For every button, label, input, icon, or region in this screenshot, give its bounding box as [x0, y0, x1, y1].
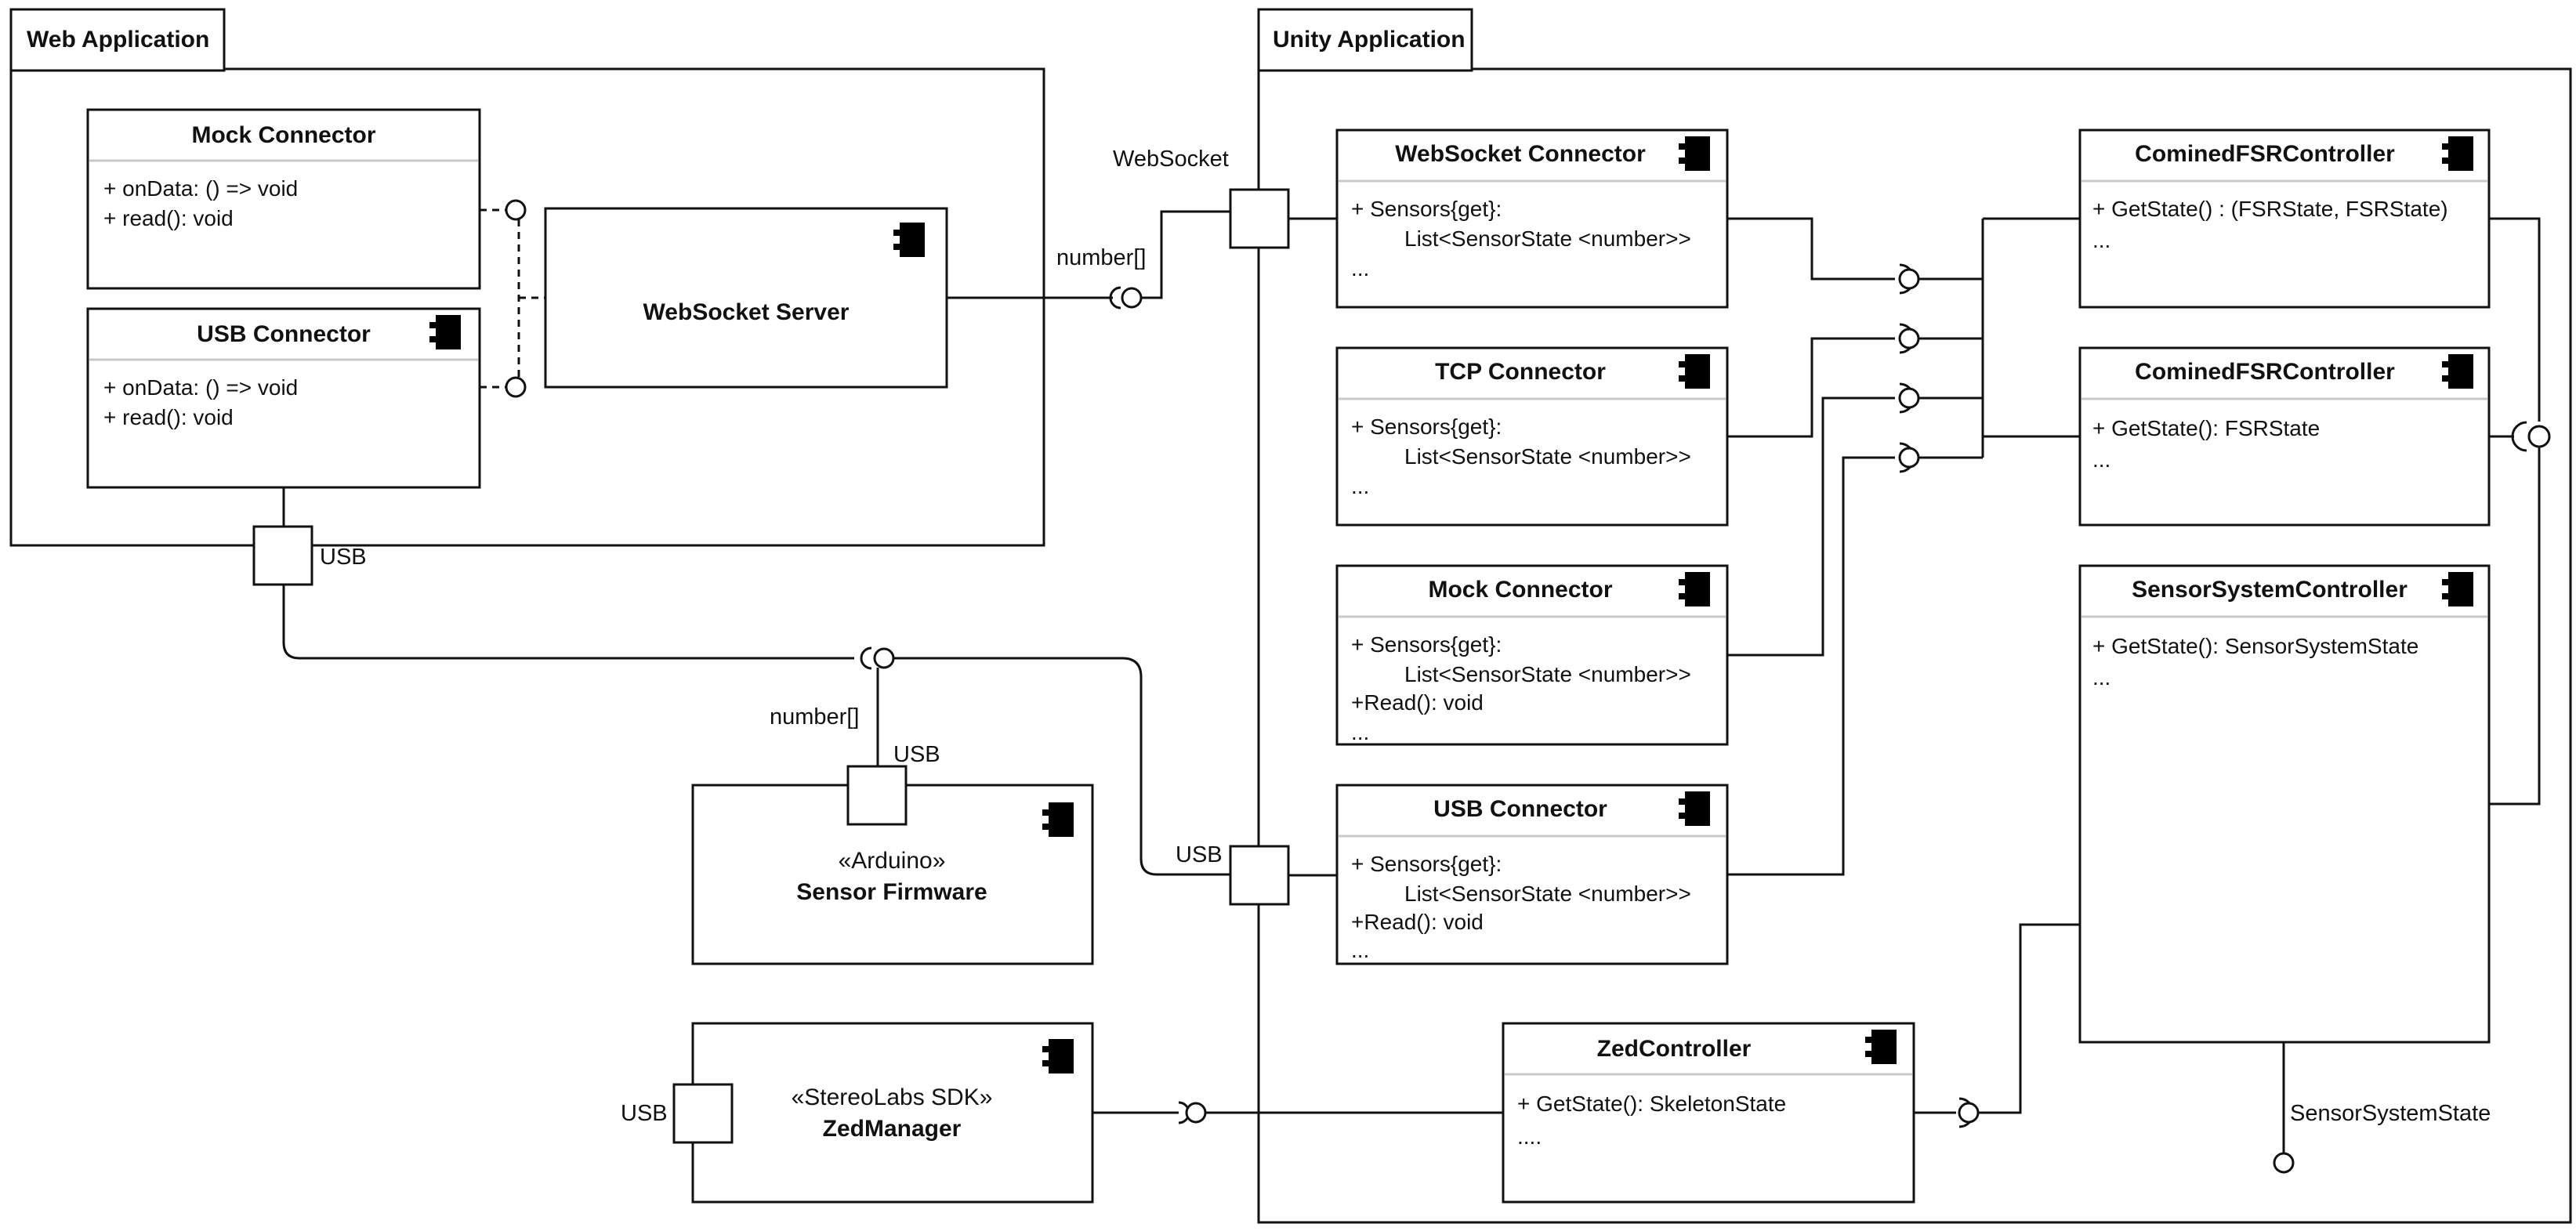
sensor-system-controller-title: SensorSystemController [2132, 577, 2408, 603]
web-mock-connector[interactable]: Mock Connector + onData: () => void + re… [86, 108, 481, 290]
unity-mock-connector-member: List<SensorState <number>> [1404, 662, 1691, 686]
firmware-usb-port[interactable]: USB [846, 742, 940, 826]
sensor-system-controller-member: ... [2092, 665, 2110, 690]
web-dependencies [480, 199, 545, 398]
combined-fsr-controller-2-member: + GetState(): FSRState [2092, 416, 2320, 440]
unity-websocket-connector-title: WebSocket Connector [1395, 141, 1646, 167]
sensor-system-controller[interactable]: SensorSystemController + GetState(): Sen… [2078, 564, 2491, 1044]
unity-mock-connector-title: Mock Connector [1428, 577, 1612, 603]
unity-wiring [1727, 217, 2551, 1128]
websocket-port-label: WebSocket [1113, 147, 1229, 172]
unity-tcp-connector-member: List<SensorState <number>> [1404, 444, 1691, 469]
combined-fsr-controller-2[interactable]: CominedFSRController + GetState(): FSRSt… [2078, 346, 2491, 527]
websocket-port[interactable]: WebSocket [1113, 147, 1337, 249]
zed-controller-member: + GetState(): SkeletonState [1517, 1092, 1786, 1116]
web-usb-connector[interactable]: USB Connector + onData: () => void + rea… [86, 307, 481, 489]
unity-mock-connector-member: ... [1351, 720, 1369, 744]
web-usb-port[interactable]: USB [252, 487, 367, 586]
web-usb-connector-member: + onData: () => void [103, 375, 298, 400]
sensor-system-state-label: SensorSystemState [2290, 1101, 2491, 1126]
unity-websocket-connector-member: ... [1351, 256, 1369, 281]
combined-fsr-controller-2-title: CominedFSRController [2135, 359, 2395, 385]
unity-mock-connector-member: + Sensors{get}: [1351, 632, 1502, 657]
combined-fsr-controller-2-member: ... [2092, 447, 2110, 472]
unity-usb-connector-member: + Sensors{get}: [1351, 852, 1502, 876]
unity-mock-connector[interactable]: Mock Connector + Sensors{get}: List<Sens… [1335, 564, 1729, 746]
websocket-server[interactable]: WebSocket Server [544, 207, 948, 389]
unity-usb-port[interactable]: USB [1176, 842, 1337, 906]
usb-link: number[] [282, 585, 1230, 876]
unity-tcp-connector-member: ... [1351, 474, 1369, 498]
websocket-server-title: WebSocket Server [643, 299, 850, 325]
unity-tcp-connector-title: TCP Connector [1435, 359, 1606, 385]
zed-manager-link [1092, 1101, 1503, 1124]
sensor-firmware-title: Sensor Firmware [796, 879, 987, 905]
combined-fsr-controller-1-member: + GetState() : (FSRState, FSRState) [2092, 197, 2448, 221]
unity-usb-connector-title: USB Connector [1433, 796, 1607, 822]
unity-tcp-connector[interactable]: TCP Connector + Sensors{get}: List<Senso… [1335, 346, 1729, 527]
package-web-application-title: Web Application [27, 27, 209, 52]
unity-usb-connector[interactable]: USB Connector + Sensors{get}: List<Senso… [1335, 784, 1729, 965]
combined-fsr-controller-1[interactable]: CominedFSRController + GetState() : (FSR… [2078, 129, 2491, 309]
web-usb-connector-member: + read(): void [103, 405, 234, 429]
unity-tcp-connector-member: + Sensors{get}: [1351, 415, 1502, 439]
web-mock-connector-title: Mock Connector [191, 122, 375, 148]
unity-usb-connector-member: List<SensorState <number>> [1404, 882, 1691, 906]
sensor-firmware-stereotype: «Arduino» [839, 848, 946, 874]
unity-usb-port-label: USB [1176, 842, 1223, 867]
zed-usb-port[interactable]: USB [621, 1083, 734, 1144]
package-unity-application-title: Unity Application [1273, 27, 1466, 52]
combined-fsr-controller-1-title: CominedFSRController [2135, 141, 2395, 167]
zed-manager[interactable]: «StereoLabs SDK» ZedManager [691, 1022, 1094, 1204]
sensor-system-state-interface: SensorSystemState [2273, 1042, 2491, 1174]
number-array-usb-label: number[] [770, 704, 859, 730]
zed-usb-port-label: USB [621, 1101, 668, 1126]
unity-usb-connector-member: +Read(): void [1351, 910, 1484, 934]
unity-usb-connector-member: ... [1351, 938, 1369, 962]
firmware-usb-port-label: USB [893, 742, 940, 767]
web-mock-connector-member: + onData: () => void [103, 176, 298, 201]
web-usb-port-label: USB [320, 545, 367, 570]
zed-manager-title: ZedManager [823, 1116, 962, 1142]
sensor-system-controller-member: + GetState(): SensorSystemState [2092, 634, 2418, 658]
unity-mock-connector-member: +Read(): void [1351, 690, 1484, 715]
combined-fsr-controller-1-member: ... [2092, 228, 2110, 252]
unity-websocket-connector[interactable]: WebSocket Connector + Sensors{get}: List… [1335, 129, 1729, 309]
web-mock-connector-member: + read(): void [103, 206, 234, 230]
unity-websocket-connector-member: + Sensors{get}: [1351, 197, 1502, 221]
unity-websocket-connector-member: List<SensorState <number>> [1404, 226, 1691, 251]
zed-controller[interactable]: ZedController + GetState(): SkeletonStat… [1502, 1022, 1915, 1204]
zed-controller-member: .... [1517, 1124, 1542, 1149]
zed-controller-title: ZedController [1597, 1036, 1752, 1062]
number-array-label: number[] [1056, 245, 1146, 270]
web-usb-connector-title: USB Connector [197, 321, 371, 347]
websocket-link: number[] [947, 210, 1230, 310]
zed-manager-stereotype: «StereoLabs SDK» [792, 1084, 993, 1110]
